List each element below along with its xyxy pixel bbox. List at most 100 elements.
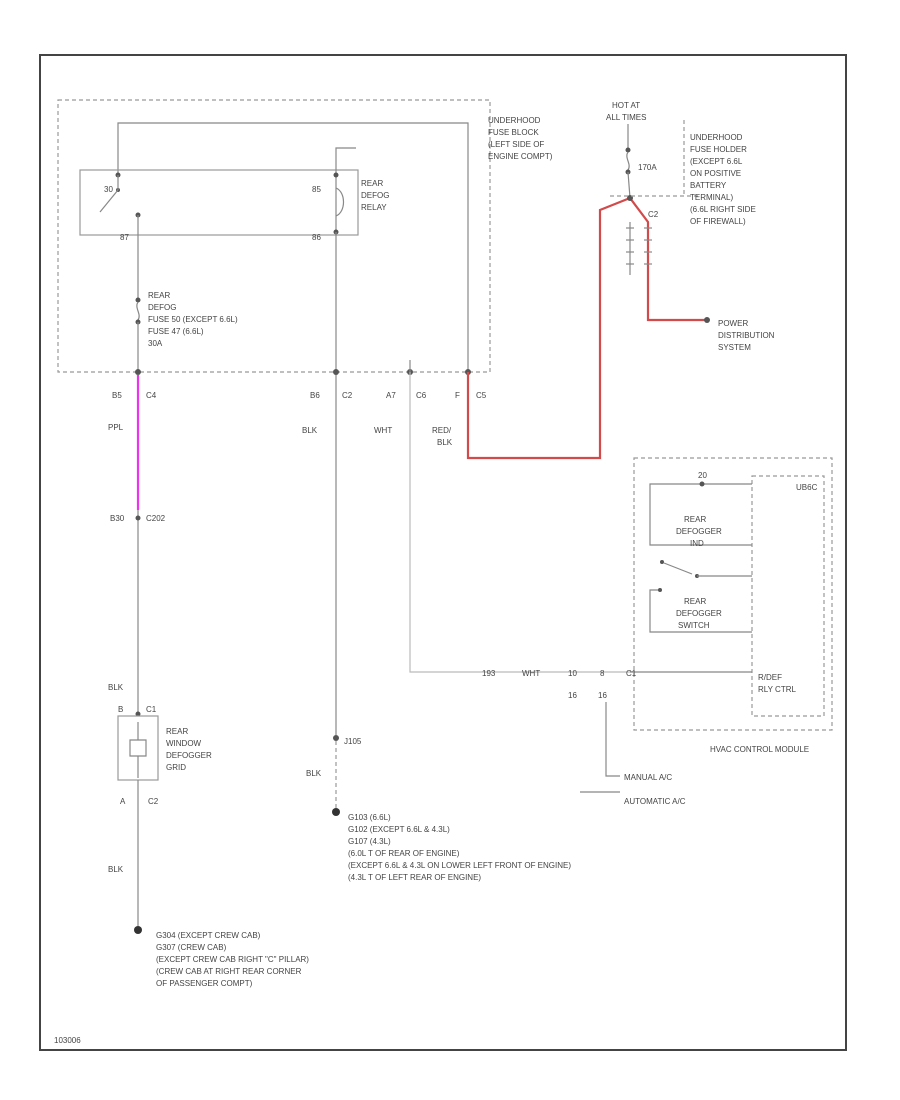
rear-defogger-ind-label: REAR DEFOGGER IND [676,515,722,548]
hvac-module-code: UB6C [796,483,818,492]
grid-pin-a: A [120,797,126,806]
svg-text:DISTRIBUTION: DISTRIBUTION [718,331,775,340]
power-distribution-terminal [704,317,710,323]
svg-text:RED/: RED/ [432,426,452,435]
relay-pin-86: 86 [312,233,321,242]
fuse-170a-top [625,147,631,153]
connector-c2-terminal [333,369,339,375]
rear-defog-fuse [135,232,141,372]
fuse-holder-wire [627,171,631,199]
connector-c1-id: C4 [146,391,157,400]
connector-c202-id: C202 [146,514,166,523]
hvac-circuit-number: 193 [482,669,496,678]
wire-color-red-blk: RED/ BLK [432,426,453,447]
svg-text:G103 (6.6L): G103 (6.6L) [348,813,391,822]
hot-at-all-times-label: HOT AT ALL TIMES [606,101,646,122]
svg-text:WINDOW: WINDOW [166,739,202,748]
red-blk-battery-wire [466,196,631,460]
wire-color-blk-grid: BLK [108,683,124,692]
grid-pin-b: B [118,705,123,714]
rear-defog-relay-box [79,169,359,236]
ground-g103-label: G103 (6.6L) G102 (EXCEPT 6.6L & 4.3L) G1… [348,813,571,882]
grid-pin-c1: C1 [146,705,157,714]
connector-c2-id: C2 [342,391,353,400]
svg-text:DEFOGGER: DEFOGGER [676,609,722,618]
svg-text:DEFOG: DEFOG [148,303,176,312]
diagram-frame [39,54,847,1051]
svg-text:UNDERHOOD: UNDERHOOD [488,116,541,125]
svg-text:SWITCH: SWITCH [678,621,710,630]
wht-control-wire [409,372,630,673]
relay-pin-85: 85 [312,185,321,194]
rear-window-defogger-grid-label: REAR WINDOW DEFOGGER GRID [166,727,212,772]
svg-text:HOT AT: HOT AT [612,101,640,110]
svg-text:(6.0L T OF REAR OF ENGINE): (6.0L T OF REAR OF ENGINE) [348,849,460,858]
wire-color-wht: WHT [374,426,392,435]
svg-text:ENGINE COMPT): ENGINE COMPT) [488,152,553,161]
grid-element [129,722,147,778]
connector-c202-pin: B30 [110,514,125,523]
hvac-wire-color: WHT [522,669,540,678]
hvac-pin-b: 8 [600,669,605,678]
connector-c2-pin: B6 [310,391,320,400]
hvac-switch-wire [649,589,752,633]
rdef-rly-ctrl-label: R/DEF RLY CTRL [758,673,796,694]
wire-color-blk-j105: BLK [306,769,322,778]
connector-c4-pin: F [455,391,460,400]
ground-g103-symbol [332,808,340,816]
svg-text:BLK: BLK [437,438,453,447]
c202-terminal [135,515,141,521]
hvac-connector-c1: C1 [626,669,637,678]
relay-pin-87: 87 [120,233,129,242]
splice-j105-label: J105 [344,737,362,746]
ground-g304-symbol [134,926,142,934]
automatic-ac-label: AUTOMATIC A/C [624,797,686,806]
hvac-switch-terminal [658,588,662,592]
svg-text:BATTERY: BATTERY [690,181,727,190]
underhood-fuse-block-label: UNDERHOOD FUSE BLOCK (LEFT SIDE OF ENGIN… [488,116,553,161]
manual-ac-label: MANUAL A/C [624,773,672,782]
svg-text:RELAY: RELAY [361,203,387,212]
fusible-link-marks [626,222,652,275]
svg-text:OF PASSENGER COMPT): OF PASSENGER COMPT) [156,979,253,988]
svg-text:DEFOGGER: DEFOGGER [166,751,212,760]
wire-color-ppl: PPL [108,423,124,432]
svg-text:30A: 30A [148,339,163,348]
hvac-pin-c: 16 [568,691,577,700]
hvac-inner-outline [751,475,825,717]
rear-defogger-switch-label: REAR DEFOGGER SWITCH [676,597,722,630]
svg-text:GRID: GRID [166,763,186,772]
hvac-pin-20: 20 [698,471,707,480]
svg-text:POWER: POWER [718,319,748,328]
svg-text:REAR: REAR [166,727,188,736]
svg-text:(CREW CAB AT RIGHT REAR CORNER: (CREW CAB AT RIGHT REAR CORNER [156,967,302,976]
diagram-code: 103006 [54,1036,81,1045]
relay-pin-30: 30 [104,185,113,194]
wire-color-blk-coil: BLK [302,426,318,435]
connector-c3-pin: A7 [386,391,396,400]
svg-text:REAR: REAR [361,179,383,188]
wire-color-blk-ground: BLK [108,865,124,874]
fuse-holder-pin: C2 [648,210,659,219]
hvac-pin-20-terminal [699,481,705,487]
svg-text:G107 (4.3L): G107 (4.3L) [348,837,391,846]
underhood-fuse-holder-label: UNDERHOOD FUSE HOLDER (EXCEPT 6.6L ON PO… [690,133,756,226]
svg-text:(EXCEPT CREW CAB RIGHT "C" PIL: (EXCEPT CREW CAB RIGHT "C" PILLAR) [156,955,309,964]
svg-text:(4.3L T OF LEFT REAR OF ENGINE: (4.3L T OF LEFT REAR OF ENGINE) [348,873,481,882]
svg-text:(EXCEPT 6.6L & 4.3L ON LOWER L: (EXCEPT 6.6L & 4.3L ON LOWER LEFT FRONT … [348,861,571,870]
rear-defogger-switch [660,560,752,578]
svg-text:REAR: REAR [684,515,706,524]
hvac-pin-d: 16 [598,691,607,700]
svg-text:FUSE 47 (6.6L): FUSE 47 (6.6L) [148,327,204,336]
svg-text:TERMINAL): TERMINAL) [690,193,733,202]
splice-j105 [333,735,339,741]
hvac-control-module-outline [633,457,833,731]
svg-text:(EXCEPT 6.6L: (EXCEPT 6.6L [690,157,743,166]
power-distribution-label: POWER DISTRIBUTION SYSTEM [718,319,775,352]
svg-text:R/DEF: R/DEF [758,673,782,682]
ground-g304-label: G304 (EXCEPT CREW CAB) G307 (CREW CAB) (… [156,931,309,988]
hvac-pin-a: 10 [568,669,577,678]
svg-text:RLY CTRL: RLY CTRL [758,685,796,694]
svg-text:FUSE HOLDER: FUSE HOLDER [690,145,747,154]
